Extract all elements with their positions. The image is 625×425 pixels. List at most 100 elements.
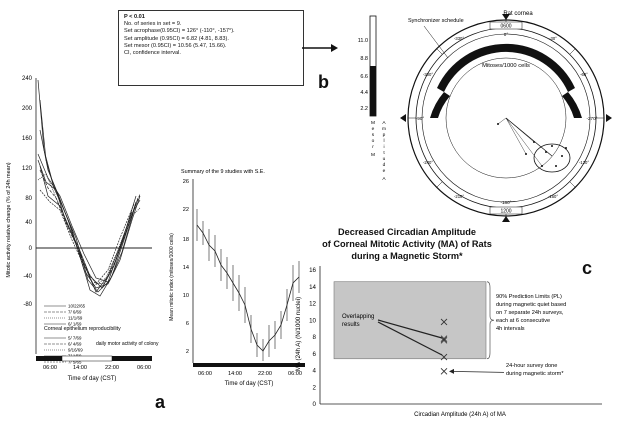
scale-tick: 8.8 (360, 56, 368, 62)
chart-c-xlabel: Circadian Amplitude (24h A) of MA (414, 412, 506, 418)
chart-a2-xtick: 06:00 (288, 371, 302, 377)
chart-a2-title: Summary of the 9 studies with S.E. (181, 169, 265, 175)
ring-degree: -330° (454, 36, 464, 41)
mesor-scale-fill (370, 66, 376, 116)
prediction-label-line: 90% Prediction Limits (PL) (496, 294, 562, 300)
scatter-point (440, 337, 448, 344)
chart-b-title: Rat cornea (503, 11, 533, 17)
chart-a1-ytick: 200 (22, 106, 33, 112)
right-degree: -270° (586, 116, 597, 121)
chart-c-ytick: 12 (309, 301, 316, 308)
mitoses-label: Mitoses/1000 cells (482, 63, 530, 69)
top-degree: 0° (504, 32, 509, 37)
ring-degree: -240° (423, 160, 433, 165)
chart-c-ytick: 14 (309, 284, 316, 291)
chart-a2-mean-curve (196, 224, 300, 352)
chart-a1-ytick: 0 (29, 246, 33, 252)
chart-a2-xlabel: Time of day (CST) (225, 381, 274, 387)
chart-a2-ytick: 6 (186, 321, 189, 327)
chart-a2-ytick: 22 (183, 207, 189, 213)
top-time: 0600 (500, 24, 511, 30)
chart-c-title-line: during a Magnetic Storm* (351, 251, 463, 261)
chart-a1-yticks: 240 200 160 120 80 40 0 -40 -80 (22, 76, 33, 308)
chart-c-ytick: 4 (313, 368, 317, 375)
ring-degree: -300° (423, 72, 433, 77)
prediction-label-line: each at 6 consecutive (496, 318, 550, 324)
chart-a1-ytick: 160 (22, 136, 33, 142)
chart-a2-ylabel: Mean mitotic index (mitoses/1000 cells) (169, 233, 175, 321)
legend-item: 7/ 5/65 (68, 360, 82, 365)
chart-a2-dark-bar (193, 363, 305, 367)
chart-a1-ytick: 40 (25, 220, 32, 226)
ring-degree: -210° (454, 194, 464, 199)
scatter-point (440, 353, 448, 361)
bottom-time-box (489, 206, 523, 215)
chart-a1-xlabel: Time of day (CST) (68, 376, 117, 382)
legend-item: 9/16/69 (68, 348, 83, 353)
mesor-letter: e (372, 127, 375, 132)
chart-c-title: Decreased Circadian Amplitude of Corneal… (322, 226, 492, 262)
prediction-label-line: during magnetic quiet based (496, 302, 566, 308)
chart-c-ytick: 2 (313, 384, 317, 391)
chart-a1-legend-title: Corneal epithelium reproducibility (44, 326, 121, 332)
legend-item: 7/ 6/69 (68, 310, 82, 315)
mesor-m: M (371, 152, 375, 158)
scatter-point (440, 335, 448, 342)
storm-arrow-head (449, 368, 454, 374)
amp-letter: m (382, 127, 386, 132)
panel-label-b: b (318, 72, 329, 92)
chart-c-ytick: 16 (309, 267, 316, 274)
chart-a1-xtick: 06:00 (43, 365, 57, 371)
stats-line-mesor: Set mesor (0.95CI) = 10.56 (5.47, 15.66)… (124, 42, 227, 49)
panel-label-a: a (155, 392, 166, 412)
arrow-to-cosinor (302, 44, 338, 52)
overlap-label-line: Overlapping (342, 314, 374, 320)
chart-a2-xtick: 22:00 (258, 371, 272, 377)
chart-a1-ytick: 120 (22, 166, 33, 172)
chart-a2-ytick: 26 (183, 179, 189, 185)
chart-b-cosinor-plot: 11.0 8.8 6.6 4.4 2.2 M e s o r M A m p l… (358, 11, 612, 222)
storm-label: 24-hour survey done during magnetic stor… (506, 363, 564, 377)
chart-a1-ytick: -40 (23, 274, 32, 280)
mesor-label: M e s o r M (371, 120, 375, 158)
overlap-pointers (377, 319, 443, 356)
panel-label-c: c (582, 258, 593, 278)
storm-point (440, 368, 448, 375)
chart-a2-ytick: 2 (186, 349, 189, 355)
chart-a1-relative-change: Mitotic activity relative change (% of 2… (6, 76, 159, 382)
chart-c-title-line: Decreased Circadian Amplitude (337, 227, 477, 237)
ring-degree: -120° (579, 160, 589, 165)
chart-a1-xtick: 22:00 (105, 365, 119, 371)
overlap-label-line: results (342, 322, 360, 328)
ring-degree-labels: -30° -60° -120° -150° -210° -240° -300° … (423, 36, 589, 199)
mesor-letter: M (371, 120, 375, 126)
chart-a1-light-span (61, 355, 113, 362)
scatter-point (440, 318, 448, 326)
amp-letter: l (383, 138, 384, 144)
mesor-scale-ticks: 11.0 8.8 6.6 4.4 2.2 (358, 38, 368, 112)
stats-line-series: No. of series in set = 9. (124, 21, 182, 28)
bottom-time: 1200 (500, 209, 511, 215)
legend-item: 11/1/69 (68, 316, 83, 321)
mesor-letter: r (372, 144, 374, 150)
legend-item: 6/ 1/69 (68, 322, 82, 327)
chart-a2-ytick: 18 (183, 237, 189, 243)
chart-a2-ytick: 10 (183, 293, 189, 299)
chart-c-ytick: 6 (313, 351, 317, 358)
legend-item: 10/22/65 (68, 304, 86, 309)
chart-c-points (440, 318, 448, 375)
confidence-ellipse (533, 143, 571, 173)
stats-line-amplitude: Set amplitude (0.95CI) = 6.82 (4.81, 8.8… (124, 35, 229, 42)
ring-degree: -30° (549, 36, 557, 41)
chart-a2-mean-se: Summary of the 9 studies with S.E. Mean … (169, 169, 305, 387)
chart-c-ylabel: MA (24h A) (N/1000 nuclei) (295, 297, 302, 371)
chart-a1-ytick: 80 (25, 196, 32, 202)
chart-a1-ytick: -80 (23, 302, 32, 308)
synchronizer-pointer (423, 25, 449, 59)
top-time-box (489, 21, 523, 30)
chart-a1-xtick: 06:00 (137, 365, 151, 371)
individual-points (497, 123, 567, 167)
chart-a1-curves (37, 79, 141, 297)
chart-a1-xtick: 14:00 (73, 365, 87, 371)
chart-c-yticks: 0 2 4 6 8 10 12 14 16 (309, 267, 316, 408)
